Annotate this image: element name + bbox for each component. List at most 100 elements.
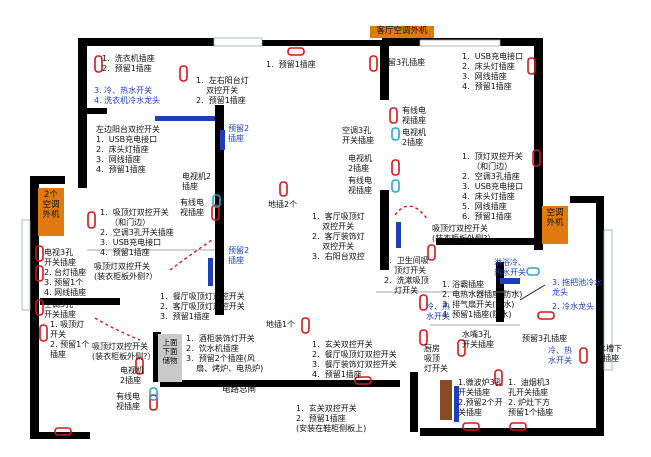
- note-entrance-1: 1. 玄关双控开关: [312, 340, 373, 349]
- wall-mid-h1: [87, 108, 107, 114]
- cable-socket-1: [212, 194, 221, 208]
- sockets: [35, 47, 588, 436]
- wall-bottom-right: [420, 428, 604, 436]
- blue-mark-1: [155, 116, 215, 121]
- note-sink-1: 水槽下: [598, 344, 622, 353]
- note-dining-3: 3. 预留1插座: [160, 312, 210, 321]
- note-bathroom-wash-3: 3. 排气扇开关(防水): [442, 300, 515, 309]
- note-shower-2: 热水开关: [494, 268, 526, 277]
- note-ceiling-wardrobe-1: 吸顶灯双控开关: [432, 224, 488, 233]
- note-top-right-bed-1: 1. USB充电接口: [462, 52, 524, 61]
- note-cable-left-bot-2: 视插座: [116, 402, 140, 411]
- wall-right-lower: [596, 196, 604, 436]
- note-ceiling-wardrobe-mid-1: 吸顶灯双控开关: [92, 342, 148, 351]
- note-ac-3hole-2: 开关插座: [342, 136, 374, 145]
- note-reserve-top: 1. 预留1插座: [266, 60, 316, 69]
- note-bathroom-right-1: 1. 卫生间吸: [384, 256, 429, 265]
- socket-8: [279, 181, 288, 197]
- note-dining-1: 1. 餐厅吸顶灯双控开关: [160, 292, 245, 301]
- note-entrance-2: 2. 餐厅吸顶灯双控开关: [312, 350, 397, 359]
- note-reserve2-mid-1: 预留2: [228, 246, 250, 255]
- note-tv-mid-2: 2插座: [348, 164, 370, 173]
- socket-12: [35, 245, 44, 262]
- window-top-right: [419, 39, 501, 47]
- wall-inner-3: [380, 190, 389, 270]
- note-top-right-bed-2: 2. 床头灯插座: [462, 62, 515, 71]
- note-ceiling-wardrobe-mid-2: (装衣柜板外侧?）: [92, 352, 156, 361]
- note-hood-2: 孔开关插座: [508, 388, 548, 397]
- socket-9: [391, 159, 400, 176]
- note-cold-hot-1: 冷、热: [426, 302, 450, 311]
- note-floor: 地插2个: [268, 200, 298, 209]
- wall-kitchen-l: [410, 372, 418, 432]
- door-arcs: [94, 205, 429, 341]
- note-top-right-bed-3: 3. 网线插座: [462, 72, 507, 81]
- note-left-sockets-2: 开关插座: [44, 258, 76, 267]
- cable-socket-5: [526, 267, 540, 276]
- note-right-bed-2: （和门边）: [462, 162, 513, 171]
- note-top-right-bed-4: 4. 预留1插座: [462, 82, 512, 91]
- note-left-bed-3: 3. 网线插座: [96, 155, 141, 164]
- note-dining-left-4: 扇、烤炉、电热炉): [186, 364, 264, 373]
- door-arc-1: [394, 205, 429, 221]
- socket-27: [462, 422, 480, 431]
- note-water-heater-1: 水嘴3孔: [462, 330, 492, 339]
- note-water-heater-2: 开关插座: [462, 340, 494, 349]
- note-bathroom-wash-2: 2. 电热水器插座(防水): [442, 290, 523, 299]
- wall-left-upper: [78, 38, 87, 188]
- socket-25: [494, 369, 503, 386]
- note-laundry-water-1: 3. 冷、热水开关: [94, 86, 153, 95]
- note-reserve3: 预留3孔插座: [380, 58, 426, 67]
- blue-mark-3: [396, 222, 401, 248]
- blue-mark-2: [208, 258, 213, 286]
- note-microwave-2: 开关插座: [458, 388, 490, 397]
- note-bathroom-right-4: 灯开关: [384, 286, 419, 295]
- socket-21: [135, 357, 144, 375]
- note-tv-power-r-2: 视插座: [402, 116, 426, 125]
- ac-external-left-label: 2个 空调 外机: [38, 188, 64, 236]
- note-cable-tv-mid-1: 有线电: [348, 176, 372, 185]
- note-faucet: 2. 冷水龙头: [552, 302, 595, 311]
- note-reserve2-mid-2: 插座: [228, 256, 244, 265]
- note-right-bed-1: 1. 顶灯双控开关: [462, 152, 523, 161]
- note-living-lights-1: 1. 客厅吸顶灯: [312, 212, 365, 221]
- note-left-bed-0: 左边阳台双控开关: [96, 125, 160, 134]
- note-entrance-3: 3. 餐厅装饰灯双控开关: [312, 360, 397, 369]
- note-cable-tv-mid-2: 视插座: [348, 186, 372, 195]
- socket-20: [537, 311, 555, 320]
- note-left-sockets-5: 4. 网线插座: [44, 288, 87, 297]
- note-laundry: 1. 洗衣机插座: [102, 54, 155, 63]
- cable-sockets: [149, 127, 540, 401]
- note-mop-2: 龙头: [552, 288, 568, 297]
- note-cold-hot2-1: 冷、热: [548, 346, 572, 355]
- note-left-bed-4: 4. 预留1插座: [96, 165, 146, 174]
- note-tv-net-r-1: 电视机: [402, 128, 426, 137]
- blue-marks: [155, 116, 520, 422]
- note-kitchen-lamp-3: 灯开关: [424, 364, 448, 373]
- wall-bottom-mid: [160, 380, 400, 387]
- kitchen-counter: [440, 380, 452, 420]
- note-tv-power-2: 插座: [182, 182, 198, 191]
- socket-22: [149, 394, 158, 411]
- note-ceiling-wardrobe-2: (装衣柜板外侧?）: [432, 234, 496, 243]
- wall-mid-h2: [436, 238, 536, 245]
- socket-23: [579, 347, 588, 364]
- note-tv-mid-1: 电视机: [348, 154, 372, 163]
- note-dining-left-1: 1. 酒柜装饰灯开关: [186, 334, 255, 343]
- wall-right-cap: [570, 196, 604, 203]
- blue-mark-5: [454, 386, 459, 422]
- note-left-balcony-1: 1. 左右阳台灯: [196, 76, 249, 85]
- note-living-lights-4: 双控开关: [312, 242, 355, 251]
- note-ac-3hole-1: 空调3孔: [342, 126, 372, 135]
- note-right-bed-5: 4. 床头灯插座: [462, 192, 515, 201]
- note-ac3-left-2: 开关插座: [44, 310, 76, 319]
- note-living-lights-5: 3. 右阳台双控: [312, 252, 365, 261]
- note-tv-left-bot-2: 2插座: [120, 376, 142, 385]
- note-cold-hot2-2: 水开关: [548, 356, 572, 365]
- note-left-bed-2: 2. 床头灯插座: [96, 145, 149, 154]
- socket-24: [457, 339, 466, 357]
- note-wardrobe-left-1: 吸顶灯双控开关: [94, 262, 150, 271]
- note-entrance-4: 4. 预留1插座: [312, 370, 362, 379]
- note-left-balcony-2: 双控开关: [196, 86, 239, 95]
